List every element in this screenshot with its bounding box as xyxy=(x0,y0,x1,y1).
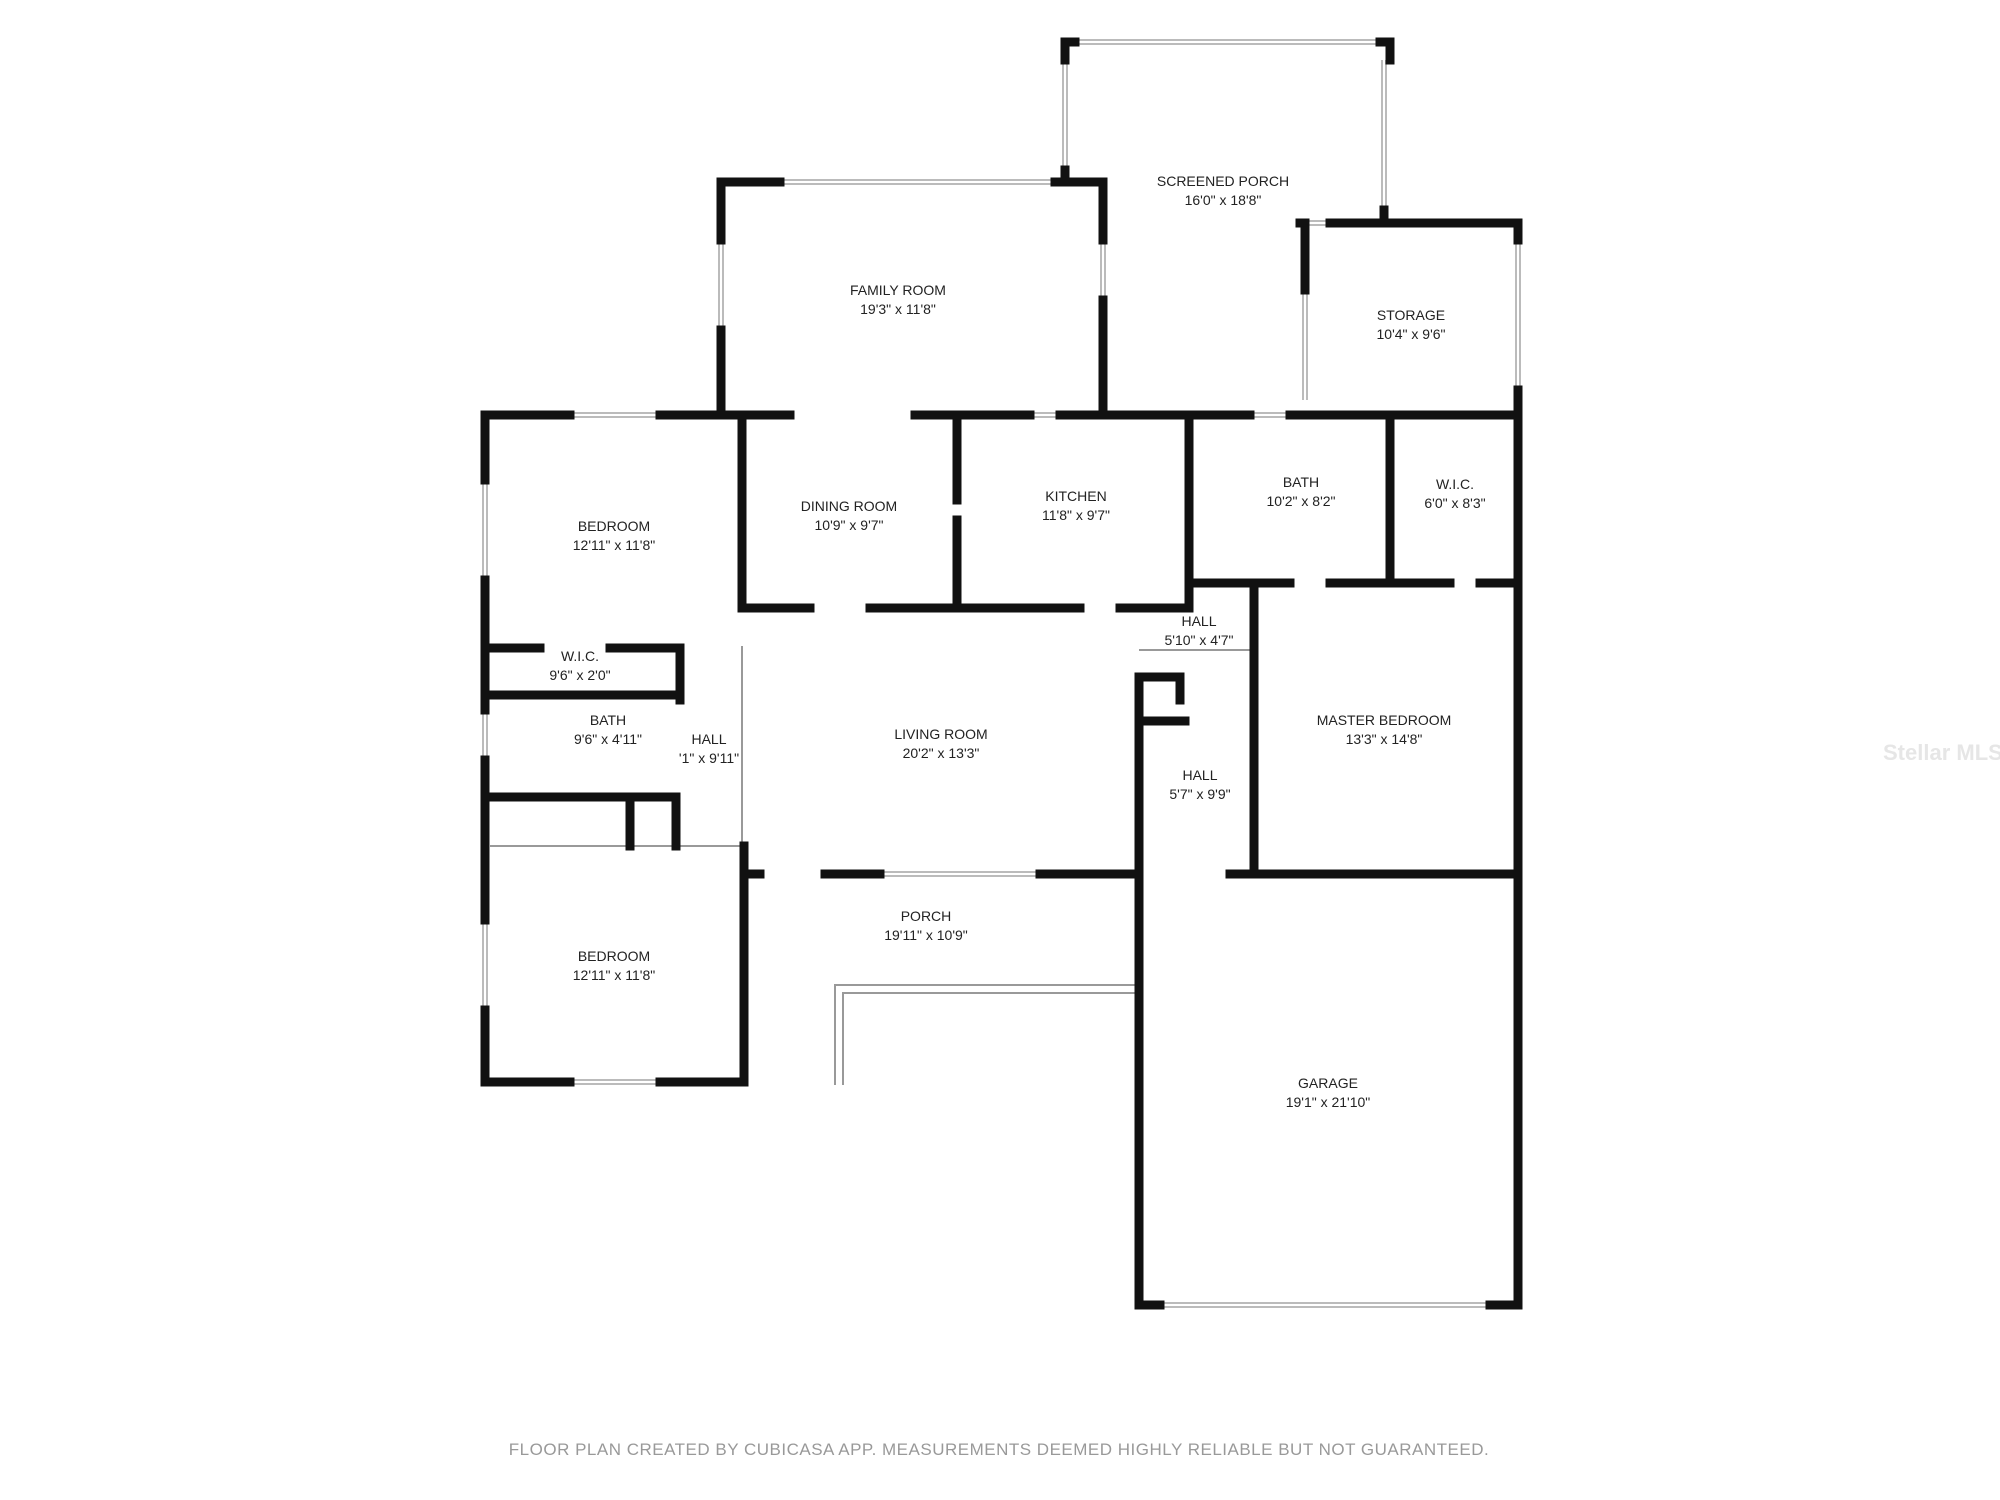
walls xyxy=(480,37,1523,1310)
room-name: HALL xyxy=(691,731,726,747)
room-dims: 10'2" x 8'2" xyxy=(1267,493,1336,509)
room-dims: 9'6" x 2'0" xyxy=(549,667,610,683)
room-dims: 5'10" x 4'7" xyxy=(1165,632,1234,648)
room-dims: '1" x 9'11" xyxy=(679,750,739,766)
room-dims: 16'0" x 18'8" xyxy=(1185,192,1262,208)
room-name: FAMILY ROOM xyxy=(850,282,946,298)
room-dims: 12'11" x 11'8" xyxy=(573,967,656,983)
room-dims: 11'8" x 9'7" xyxy=(1042,507,1110,523)
room-name: PORCH xyxy=(901,908,952,924)
room-name: DINING ROOM xyxy=(801,498,897,514)
room-name: HALL xyxy=(1182,767,1217,783)
footer-disclaimer: FLOOR PLAN CREATED BY CUBICASA APP. MEAS… xyxy=(509,1440,1489,1459)
windows xyxy=(482,39,1521,1308)
room-dims: 12'11" x 11'8" xyxy=(573,537,656,553)
room-dims: 5'7" x 9'9" xyxy=(1169,786,1230,802)
room-name: GARAGE xyxy=(1298,1075,1358,1091)
room-name: MASTER BEDROOM xyxy=(1317,712,1452,728)
room-name: SCREENED PORCH xyxy=(1157,173,1289,189)
room-dims: 10'4" x 9'6" xyxy=(1377,326,1446,342)
room-dims: 13'3" x 14'8" xyxy=(1346,731,1423,747)
room-name: BATH xyxy=(1283,474,1319,490)
room-name: STORAGE xyxy=(1377,307,1445,323)
room-name: W.I.C. xyxy=(1436,476,1474,492)
room-dims: 19'3" x 11'8" xyxy=(860,301,936,317)
room-dims: 9'6" x 4'11" xyxy=(574,731,642,747)
room-name: LIVING ROOM xyxy=(894,726,987,742)
room-dims: 20'2" x 13'3" xyxy=(903,745,980,761)
room-labels: SCREENED PORCH 16'0" x 18'8" FAMILY ROOM… xyxy=(549,173,1485,1110)
room-dims: 6'0" x 8'3" xyxy=(1424,495,1485,511)
room-name: KITCHEN xyxy=(1045,488,1106,504)
room-dims: 10'9" x 9'7" xyxy=(815,517,884,533)
room-name: BATH xyxy=(590,712,626,728)
room-dims: 19'11" x 10'9" xyxy=(884,927,968,943)
room-dims: 19'1" x 21'10" xyxy=(1286,1094,1371,1110)
room-name: BEDROOM xyxy=(578,518,650,534)
watermark: Stellar MLS xyxy=(1883,740,2000,765)
room-name: HALL xyxy=(1181,613,1216,629)
room-name: BEDROOM xyxy=(578,948,650,964)
room-name: W.I.C. xyxy=(561,648,599,664)
